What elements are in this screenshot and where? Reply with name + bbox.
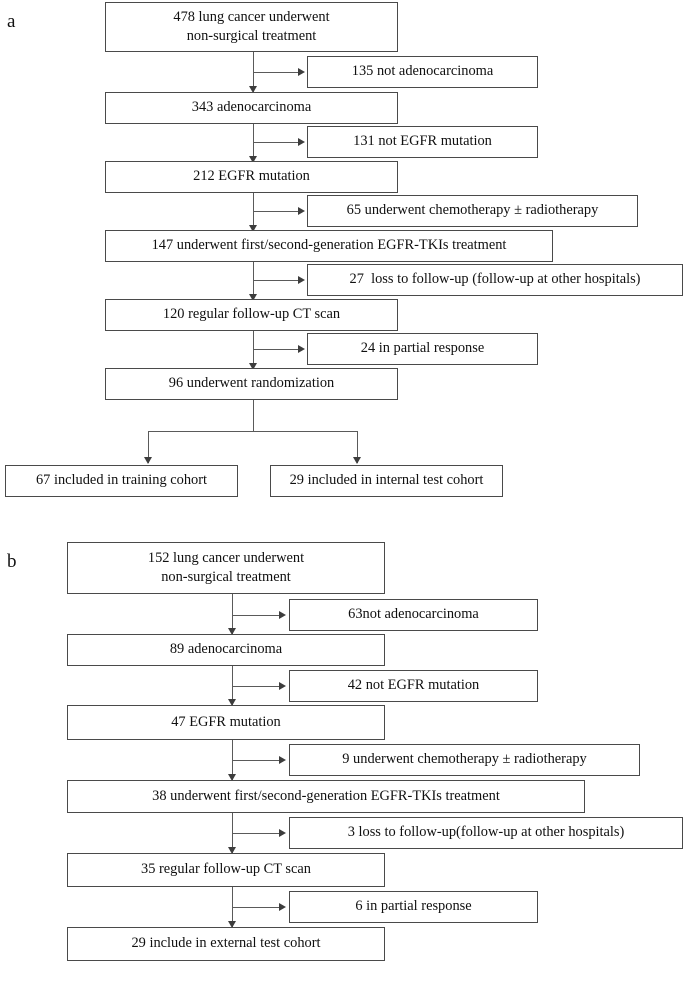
connector-a6-left-drop (148, 431, 149, 463)
arrowhead-b3-bx3 (279, 756, 286, 764)
connector-b1-b2-stem (232, 594, 233, 634)
node-ax3-chemotherapy: 65 underwent chemotherapy ± radiotherapy (307, 195, 638, 227)
node-ax2-not-egfr-mutation: 131 not EGFR mutation (307, 126, 538, 158)
connector-a1-ax1 (253, 72, 299, 73)
node-at1-training-cohort: 67 included in training cohort (5, 465, 238, 497)
arrowhead-b1-b2 (228, 628, 236, 635)
node-ax1-not-adenocarcinoma: 135 not adenocarcinoma (307, 56, 538, 88)
connector-a5-ax5 (253, 349, 299, 350)
node-a4-tki-treatment: 147 underwent first/second-generation EG… (105, 230, 553, 262)
arrowhead-a4-ax4 (298, 276, 305, 284)
connector-a3-a4-stem (253, 193, 254, 231)
connector-a6-split-bar (148, 431, 358, 432)
connector-a4-a5-stem (253, 262, 254, 300)
node-b6-external-test-cohort: 29 include in external test cohort (67, 927, 385, 961)
connector-b5-bx5 (232, 907, 280, 908)
arrowhead-a5-a6 (249, 363, 257, 370)
arrowhead-a1-a2 (249, 86, 257, 93)
arrowhead-b4-bx4 (279, 829, 286, 837)
arrowhead-b5-bx5 (279, 903, 286, 911)
arrowhead-b1-bx1 (279, 611, 286, 619)
node-bx3-chemotherapy: 9 underwent chemotherapy ± radiotherapy (289, 744, 640, 776)
connector-b3-bx3 (232, 760, 280, 761)
node-b1-total-cohort: 152 lung cancer underwent non-surgical t… (67, 542, 385, 594)
node-bx4-loss-to-followup: 3 loss to follow-up(follow-up at other h… (289, 817, 683, 849)
panel-label-b: b (7, 551, 17, 572)
node-b4-tki-treatment: 38 underwent first/second-generation EGF… (67, 780, 585, 813)
arrowhead-a3-ax3 (298, 207, 305, 215)
arrowhead-b2-b3 (228, 699, 236, 706)
node-at2-internal-test-cohort: 29 included in internal test cohort (270, 465, 503, 497)
arrowhead-a4-a5 (249, 294, 257, 301)
node-ax5-partial-response: 24 in partial response (307, 333, 538, 365)
panel-label-a: a (7, 11, 16, 32)
connector-a5-a6-stem (253, 331, 254, 369)
connector-b2-b3-stem (232, 666, 233, 705)
arrowhead-a6-at2 (353, 457, 361, 464)
node-b2-adenocarcinoma: 89 adenocarcinoma (67, 634, 385, 666)
arrowhead-a2-a3 (249, 156, 257, 163)
node-a6-randomization: 96 underwent randomization (105, 368, 398, 400)
node-a1-total-cohort: 478 lung cancer underwent non-surgical t… (105, 2, 398, 52)
node-bx2-not-egfr-mutation: 42 not EGFR mutation (289, 670, 538, 702)
arrowhead-b2-bx2 (279, 682, 286, 690)
arrowhead-b3-b4 (228, 774, 236, 781)
node-ax4-loss-to-followup: 27 loss to follow-up (follow-up at other… (307, 264, 683, 296)
arrowhead-a6-at1 (144, 457, 152, 464)
connector-b4-bx4 (232, 833, 280, 834)
node-a3-egfr-mutation: 212 EGFR mutation (105, 161, 398, 193)
arrowhead-a5-ax5 (298, 345, 305, 353)
connector-a6-right-drop (357, 431, 358, 463)
arrowhead-b5-b6 (228, 921, 236, 928)
arrowhead-a1-ax1 (298, 68, 305, 76)
connector-b2-bx2 (232, 686, 280, 687)
arrowhead-b4-b5 (228, 847, 236, 854)
node-bx1-not-adenocarcinoma: 63not adenocarcinoma (289, 599, 538, 631)
node-bx5-partial-response: 6 in partial response (289, 891, 538, 923)
arrowhead-a3-a4 (249, 225, 257, 232)
node-b5-followup-ct: 35 regular follow-up CT scan (67, 853, 385, 887)
node-b3-egfr-mutation: 47 EGFR mutation (67, 705, 385, 740)
node-a5-followup-ct: 120 regular follow-up CT scan (105, 299, 398, 331)
connector-a4-ax4 (253, 280, 299, 281)
connector-a2-ax2 (253, 142, 299, 143)
connector-a2-a3-stem (253, 124, 254, 162)
arrowhead-a2-ax2 (298, 138, 305, 146)
connector-b1-bx1 (232, 615, 280, 616)
connector-a6-split-stem (253, 400, 254, 432)
node-a2-adenocarcinoma: 343 adenocarcinoma (105, 92, 398, 124)
connector-a3-ax3 (253, 211, 299, 212)
